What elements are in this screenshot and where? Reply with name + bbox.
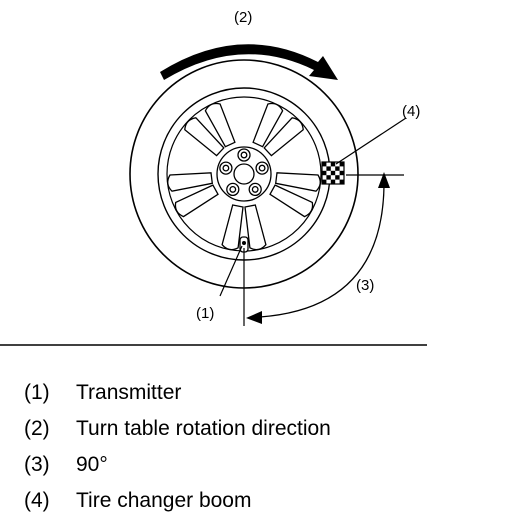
wheel-diagram: (1) (2) (3) (4) — [0, 9, 427, 346]
legend-item: (4) Tire changer boom — [24, 486, 331, 522]
spoke-opening — [204, 102, 236, 148]
lug-nut-center — [222, 164, 230, 172]
boom-hatch-cell — [322, 162, 327, 167]
legend-text: Tire changer boom — [76, 489, 252, 512]
tire-changer-boom — [321, 161, 345, 185]
wheel-spokes — [167, 102, 321, 251]
legend-text: Turn table rotation direction — [76, 417, 331, 440]
legend-item: (1) Transmitter — [24, 378, 331, 414]
legend-list: (1) Transmitter (2) Turn table rotation di… — [24, 378, 331, 522]
lug-nut-center — [240, 151, 248, 159]
callout-3: (3) — [356, 277, 374, 294]
boom-hatch-cell — [335, 175, 340, 180]
spoke-opening — [263, 117, 304, 157]
spoke-opening — [252, 102, 284, 148]
callout-4: (4) — [402, 103, 420, 120]
legend-text: Transmitter — [76, 381, 182, 404]
legend-number: (2) — [24, 417, 50, 440]
lug-nut-center — [258, 164, 266, 172]
boom-hatch-cell — [330, 170, 336, 176]
callout-1: (1) — [196, 305, 214, 322]
boom-hatch-cell — [322, 179, 327, 184]
rotation-arrow-band — [160, 44, 338, 80]
boom-hatch-cell — [339, 179, 344, 184]
boom-hatch-cell — [330, 162, 336, 167]
angle-arc-arrowhead-top — [378, 172, 390, 188]
legend-number: (1) — [24, 381, 50, 404]
boom-hatch-cell — [326, 166, 331, 171]
legend-number: (3) — [24, 453, 50, 476]
spoke-opening — [274, 172, 321, 192]
center-bore — [233, 163, 255, 185]
legend-number: (4) — [24, 489, 50, 512]
boom-hatch-cell — [322, 170, 327, 176]
spoke-opening — [221, 204, 244, 251]
boom-hatch-cell — [330, 179, 336, 184]
angle-arc — [259, 185, 385, 318]
boom-hatch-cell — [339, 170, 344, 176]
leader-line-1 — [219, 245, 243, 297]
valve-dot — [242, 241, 246, 245]
boom-hatch-cell — [335, 166, 340, 171]
lug-nut-center — [251, 185, 259, 193]
angle-arc-arrowhead-left — [246, 311, 262, 324]
spoke-opening — [167, 172, 214, 192]
boom-hatch-cell — [326, 175, 331, 180]
lug-nuts — [219, 148, 269, 197]
spoke-opening — [269, 184, 314, 218]
legend-item: (2) Turn table rotation direction — [24, 414, 331, 450]
spoke-opening — [174, 184, 219, 218]
leader-line-4 — [335, 117, 407, 165]
callout-2: (2) — [234, 9, 252, 26]
spoke-opening — [184, 117, 225, 157]
spoke-opening — [244, 204, 267, 251]
legend-text: 90° — [76, 453, 108, 476]
lug-nut-center — [229, 185, 237, 193]
legend-item: (3) 90° — [24, 450, 331, 486]
boom-hatch-cell — [339, 162, 344, 167]
